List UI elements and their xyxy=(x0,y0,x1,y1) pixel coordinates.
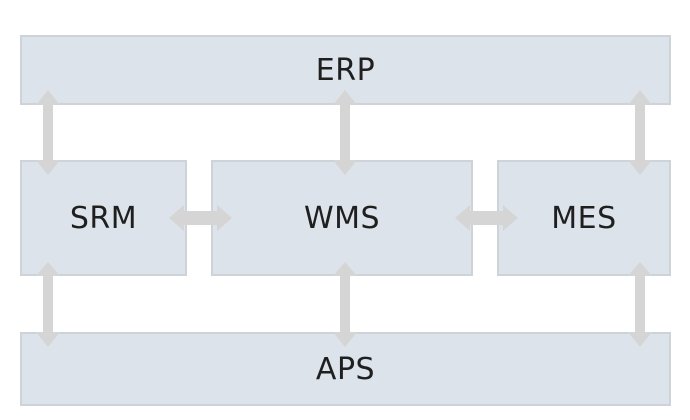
mes-label: MES xyxy=(551,200,617,236)
arrow-erp-srm xyxy=(36,90,60,175)
aps-label: APS xyxy=(315,351,376,387)
wms-box: WMS xyxy=(211,160,473,276)
arrow-wms-aps xyxy=(333,262,357,347)
arrow-srm-wms xyxy=(169,205,232,231)
arrow-erp-wms xyxy=(333,90,357,175)
erp-label: ERP xyxy=(315,52,376,88)
wms-label: WMS xyxy=(303,200,381,236)
arrow-wms-mes xyxy=(455,205,518,231)
srm-label: SRM xyxy=(69,200,138,236)
arrow-srm-aps xyxy=(36,262,60,347)
arrow-erp-mes xyxy=(628,90,652,175)
arrow-mes-aps xyxy=(628,262,652,347)
srm-box: SRM xyxy=(20,160,187,276)
